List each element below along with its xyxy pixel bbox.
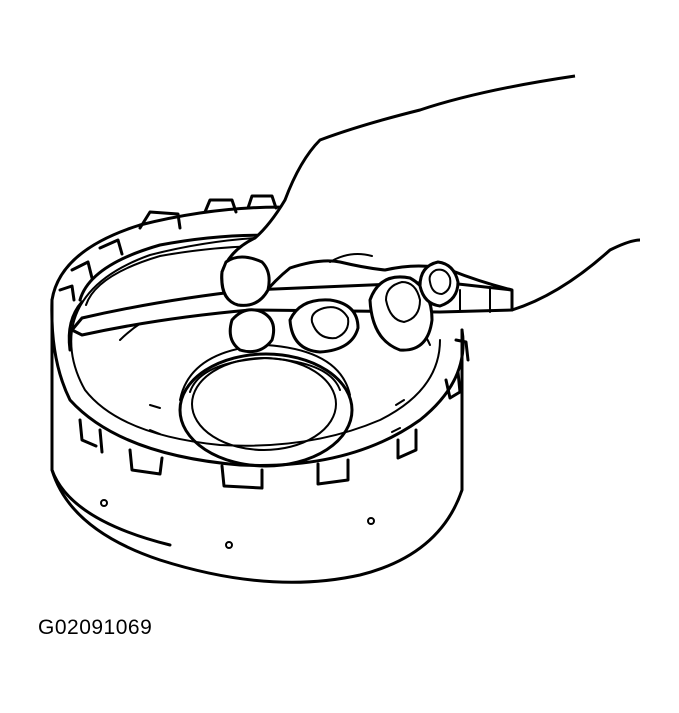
figure-caption: G02091069 — [38, 616, 153, 639]
drum-hole-2 — [225, 541, 233, 549]
drum-hole-1 — [100, 499, 108, 507]
drum-hole-3 — [367, 517, 375, 525]
drum-splines — [58, 194, 470, 490]
hand — [220, 74, 641, 354]
